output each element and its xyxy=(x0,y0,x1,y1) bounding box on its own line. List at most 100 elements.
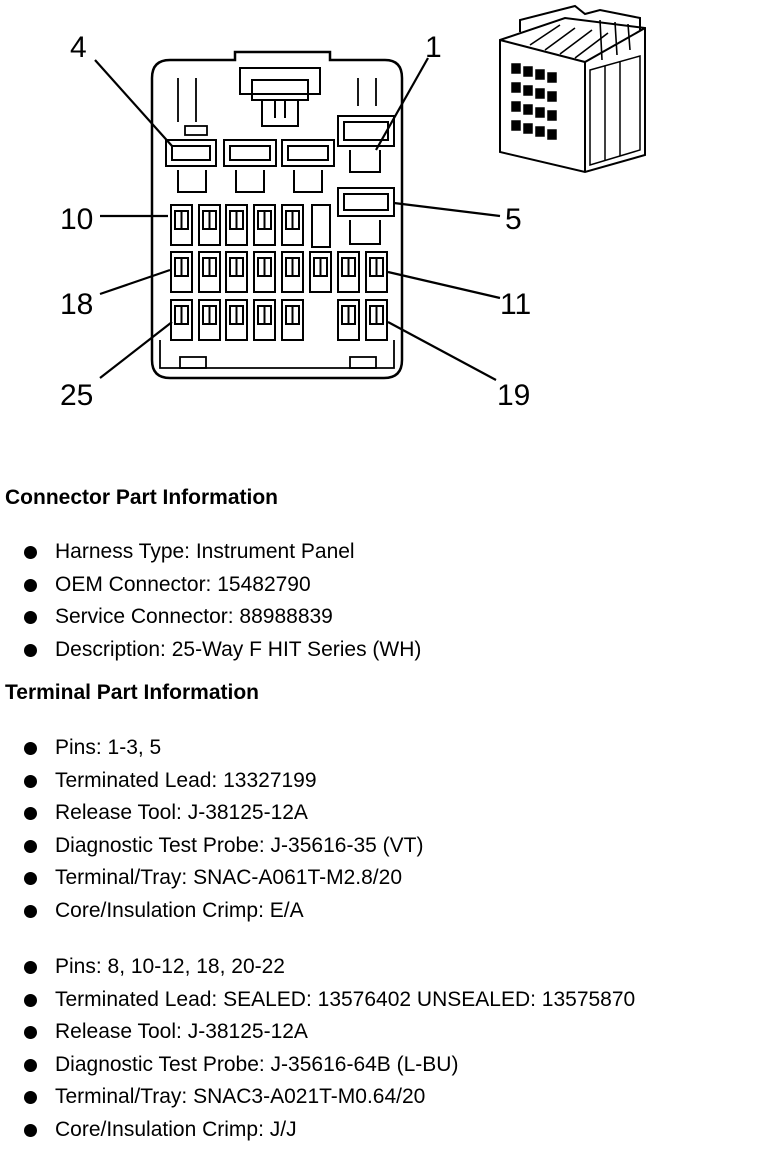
large-cavity-pin-1 xyxy=(337,115,395,173)
iso-cavity xyxy=(547,110,557,121)
bullet-icon xyxy=(24,1058,37,1072)
signal-cavity xyxy=(253,299,276,341)
left-guide-rail xyxy=(177,78,197,122)
pin-callout-25: 25 xyxy=(60,379,93,412)
iso-cavity xyxy=(547,91,557,102)
bullet-icon xyxy=(24,1091,37,1105)
list-item: Core/Insulation Crimp: E/A xyxy=(0,895,423,928)
list-item: Service Connector: 88988839 xyxy=(0,601,421,634)
bullet-icon xyxy=(24,742,37,755)
list-item: Description: 25-Way F HIT Series (WH) xyxy=(0,634,421,667)
bullet-icon xyxy=(24,872,37,886)
signal-cavity xyxy=(225,299,248,341)
bottom-key-right xyxy=(349,356,377,369)
connector-body-outline xyxy=(150,50,404,380)
signal-cavity xyxy=(337,251,360,293)
signal-cavity xyxy=(170,299,193,341)
list-item: Pins: 1-3, 5 xyxy=(0,732,423,765)
large-cavity-pin-2 xyxy=(281,139,335,193)
large-cavity-pin-5 xyxy=(337,187,395,245)
list-item: Terminal/Tray: SNAC3-A021T-M0.64/20 xyxy=(0,1081,635,1114)
connector-face-diagram: 4 1 10 5 18 11 25 19 xyxy=(60,4,646,412)
bullet-icon xyxy=(24,1026,37,1040)
pin-callout-5: 5 xyxy=(505,203,522,236)
connector-info-title: Connector Part Information xyxy=(5,486,279,509)
right-guide-rail xyxy=(357,78,377,106)
iso-cavity xyxy=(535,88,545,99)
iso-cavity xyxy=(535,107,545,118)
list-item: Diagnostic Test Probe: J-35616-35 (VT) xyxy=(0,830,423,863)
list-item: Terminated Lead: 13327199 xyxy=(0,765,423,798)
list-item: Core/Insulation Crimp: J/J xyxy=(0,1114,635,1147)
pin-callout-18: 18 xyxy=(60,288,93,321)
signal-cavity xyxy=(281,299,304,341)
pin-callout-10: 10 xyxy=(60,203,93,236)
bullet-icon xyxy=(24,839,37,853)
signal-cavity xyxy=(281,204,304,246)
bullet-icon xyxy=(24,611,37,625)
connector-info-list: Harness Type: Instrument Panel OEM Conne… xyxy=(0,536,421,666)
iso-cavity xyxy=(511,120,521,131)
large-cavity-pin-4 xyxy=(165,139,217,193)
signal-cavity xyxy=(170,251,193,293)
iso-cavity xyxy=(523,66,533,77)
iso-cavity xyxy=(535,126,545,137)
leader-line-18 xyxy=(99,268,171,296)
signal-cavity xyxy=(253,251,276,293)
signal-cavity xyxy=(337,299,360,341)
terminal-info-group-1: Pins: 1-3, 5 Terminated Lead: 13327199 R… xyxy=(0,732,423,928)
leader-line-5 xyxy=(393,201,501,218)
bullet-icon xyxy=(24,578,37,592)
iso-cavity xyxy=(511,82,521,93)
leader-line-19 xyxy=(387,321,497,381)
bullet-icon xyxy=(24,904,37,918)
list-item: OEM Connector: 15482790 xyxy=(0,569,421,602)
signal-cavity xyxy=(198,299,221,341)
bullet-icon xyxy=(24,961,37,974)
iso-cavity xyxy=(511,101,521,112)
signal-cavities xyxy=(170,204,388,341)
pin-callout-4: 4 xyxy=(70,31,87,64)
list-item: Terminated Lead: SEALED: 13576402 UNSEAL… xyxy=(0,984,635,1017)
list-item: Terminal/Tray: SNAC-A061T-M2.8/20 xyxy=(0,862,423,895)
signal-cavity xyxy=(225,204,248,246)
terminal-info-group-2: Pins: 8, 10-12, 18, 20-22 Terminated Lea… xyxy=(0,951,635,1147)
large-cavity-pin-3 xyxy=(223,139,277,193)
signal-cavity xyxy=(170,204,193,246)
connector-inner-wall xyxy=(159,340,395,369)
terminal-info-title: Terminal Part Information xyxy=(5,681,259,704)
iso-cavity xyxy=(547,72,557,83)
blank-cavity xyxy=(311,204,331,248)
list-item: Release Tool: J-38125-12A xyxy=(0,1016,635,1049)
list-item: Harness Type: Instrument Panel xyxy=(0,536,421,569)
bullet-icon xyxy=(24,993,37,1007)
top-key xyxy=(184,125,208,136)
list-item: Diagnostic Test Probe: J-35616-64B (L-BU… xyxy=(0,1049,635,1082)
bullet-icon xyxy=(24,774,37,788)
connector-isometric-view xyxy=(499,4,646,174)
bottom-key-left xyxy=(179,356,207,369)
signal-cavity xyxy=(365,251,388,293)
signal-cavity xyxy=(309,251,332,293)
leader-line-1 xyxy=(375,57,429,151)
connector-latch xyxy=(239,67,321,127)
leader-line-11 xyxy=(387,270,501,300)
iso-cavity xyxy=(523,104,533,115)
list-item: Release Tool: J-38125-12A xyxy=(0,797,423,830)
bullet-icon xyxy=(24,1123,37,1137)
pin-callout-11: 11 xyxy=(500,288,531,321)
pin-callout-1: 1 xyxy=(425,31,442,64)
iso-cavity xyxy=(511,63,521,74)
leader-line-25 xyxy=(99,321,173,379)
signal-cavity xyxy=(198,204,221,246)
signal-cavity xyxy=(365,299,388,341)
signal-cavity xyxy=(253,204,276,246)
iso-cavity xyxy=(547,129,557,140)
pin-callout-19: 19 xyxy=(497,379,530,412)
bullet-icon xyxy=(24,643,37,657)
iso-cavity xyxy=(535,69,545,80)
iso-cavity xyxy=(523,123,533,134)
list-item: Pins: 8, 10-12, 18, 20-22 xyxy=(0,951,635,984)
signal-cavity xyxy=(198,251,221,293)
leader-line-4 xyxy=(94,59,173,147)
